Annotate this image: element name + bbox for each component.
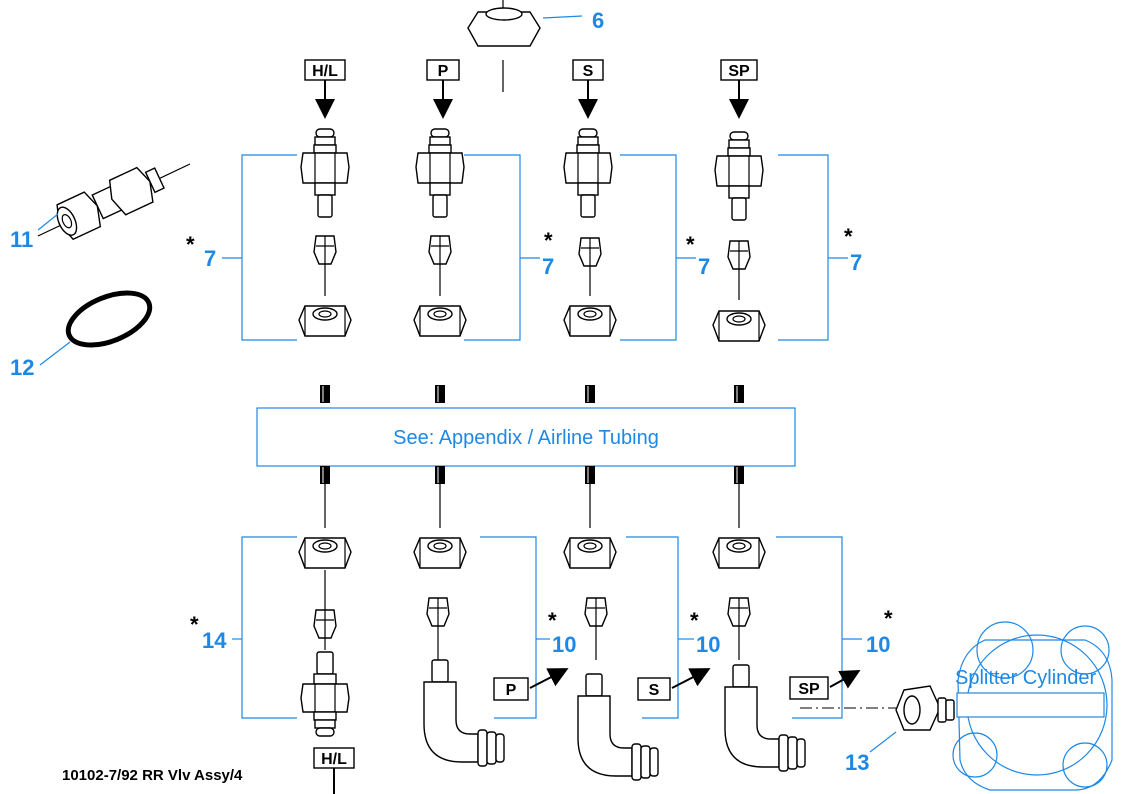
fitting-stack-bottom-s xyxy=(563,465,659,781)
figure-caption: 10102-7/92 RR Vlv Assy/4 xyxy=(62,767,243,784)
callout-7-p: 7 xyxy=(542,254,554,279)
asterisk-10b: * xyxy=(690,608,699,633)
callout-7-hl: 7 xyxy=(204,246,216,271)
bracket-bottom-sp xyxy=(776,536,862,719)
svg-text:P: P xyxy=(438,63,449,80)
fitting-stack-top-sp xyxy=(712,131,766,404)
callout-13: 13 xyxy=(845,750,869,775)
svg-text:H/L: H/L xyxy=(312,63,338,80)
callout-7-s: 7 xyxy=(698,254,710,279)
bracket-top-s xyxy=(620,154,696,341)
port-tag-top-sp: SP xyxy=(720,59,758,119)
callout-10-p: 10 xyxy=(552,632,576,657)
fitting-stack-bottom-sp xyxy=(712,465,806,772)
splitter-cylinder xyxy=(952,621,1113,791)
callout-10-sp: 10 xyxy=(866,632,890,657)
callout-6: 6 xyxy=(592,8,604,33)
asterisk-7d: * xyxy=(844,224,853,249)
fitting-stack-top-hl xyxy=(298,128,352,404)
fitting-stack-bottom-hl xyxy=(298,465,352,737)
splitter-cylinder-label: Splitter Cylinder xyxy=(955,667,1097,689)
bracket-bottom-hl xyxy=(232,536,297,719)
callout-14: 14 xyxy=(202,628,227,653)
svg-text:S: S xyxy=(649,682,660,699)
svg-text:H/L: H/L xyxy=(321,751,347,768)
note-box: See: Appendix / Airline Tubing xyxy=(256,407,796,467)
callout-7-sp: 7 xyxy=(850,250,862,275)
callout-11: 11 xyxy=(10,227,33,252)
port-tag-top-s: S xyxy=(572,59,604,119)
part-13-fitting xyxy=(800,685,955,753)
port-tag-top-hl: H/L xyxy=(304,59,346,119)
bracket-bottom-p xyxy=(480,536,550,719)
port-tag-bottom-sp: SP xyxy=(789,670,861,700)
fitting-stack-top-p xyxy=(413,128,467,404)
part-6-hex-nut xyxy=(467,0,583,92)
bracket-top-p xyxy=(464,154,540,341)
svg-text:See: Appendix / Airline Tubing: See: Appendix / Airline Tubing xyxy=(393,427,659,449)
asterisk-10c: * xyxy=(884,606,893,631)
asterisk-7a: * xyxy=(186,232,195,257)
asterisk-14: * xyxy=(190,612,199,637)
callout-10-s: 10 xyxy=(696,632,720,657)
asterisk-10a: * xyxy=(548,608,557,633)
svg-text:P: P xyxy=(506,682,517,699)
bracket-top-hl xyxy=(222,154,297,341)
part-11-union xyxy=(37,163,191,241)
asterisk-7b: * xyxy=(544,228,553,253)
asterisk-7c: * xyxy=(686,232,695,257)
callout-12: 12 xyxy=(10,355,34,380)
svg-text:S: S xyxy=(583,63,594,80)
fitting-stack-bottom-p xyxy=(413,465,505,767)
port-tag-bottom-p: P xyxy=(493,668,569,701)
fitting-stack-top-s xyxy=(563,128,617,404)
part-12-o-ring xyxy=(39,290,153,366)
port-tag-top-p: P xyxy=(426,59,460,119)
port-tag-bottom-s: S xyxy=(637,668,711,701)
bracket-top-sp xyxy=(778,154,848,341)
svg-text:SP: SP xyxy=(798,681,820,698)
bracket-bottom-s xyxy=(626,536,694,719)
svg-text:SP: SP xyxy=(728,63,750,80)
port-tag-bottom-hl: H/L xyxy=(313,747,355,794)
